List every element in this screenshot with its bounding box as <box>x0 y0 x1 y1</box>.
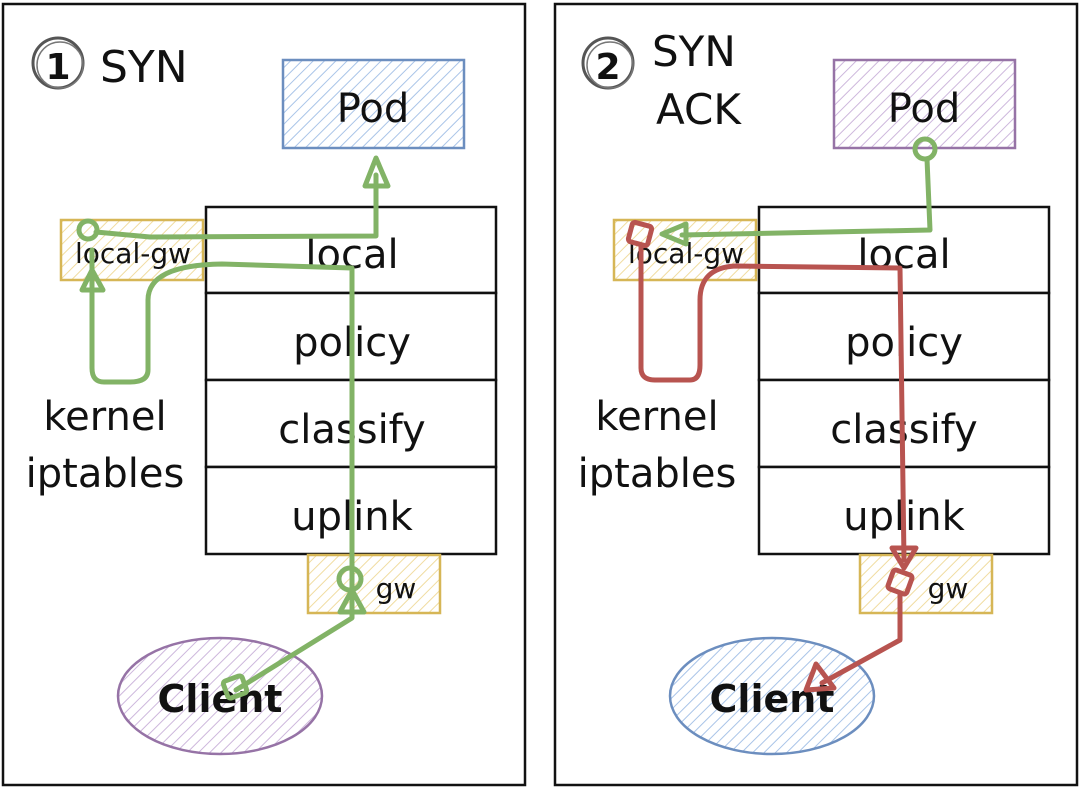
synack-path-red-2 <box>625 219 919 693</box>
layer-label-local-2: local <box>857 232 950 278</box>
panel-2-title-line2: ACK <box>656 85 742 134</box>
panel-2-frame <box>553 2 1079 787</box>
pod-box-1: Pod <box>281 58 466 150</box>
local-gw-box-1: local-gw <box>59 218 205 282</box>
panel-1-frame <box>1 2 527 787</box>
pod-label-2: Pod <box>888 86 961 132</box>
synack-path-green-2 <box>659 136 938 247</box>
client-ellipse-2: Client <box>668 636 876 756</box>
syn-path-1 <box>76 155 391 701</box>
gw-box-1: gw <box>306 553 442 615</box>
layer-label-policy-2: policy <box>845 320 963 366</box>
step-1-badge: 1 <box>31 36 85 90</box>
pod-box-2: Pod <box>832 58 1017 150</box>
panel-1-title: SYN <box>100 42 188 93</box>
iptables-label-2: iptables <box>578 451 737 497</box>
pod-label-1: Pod <box>337 86 410 132</box>
gw-label-1: gw <box>376 572 417 605</box>
gw-label-2: gw <box>928 572 969 605</box>
panel-2-title-line1: SYN <box>652 27 736 76</box>
client-label-1: Client <box>158 677 283 721</box>
client-label-2: Client <box>710 677 835 721</box>
step-2-number: 2 <box>595 47 620 88</box>
panel-2: 2 SYN ACK Pod local policy classify upli… <box>553 2 1079 787</box>
gw-box-2: gw <box>858 553 994 615</box>
iptables-label-1: iptables <box>26 451 185 497</box>
panel-1: 1 SYN Pod local policy classify uplink l… <box>1 2 527 787</box>
step-2-badge: 2 <box>581 36 635 90</box>
kernel-label-2: kernel <box>595 394 718 440</box>
kernel-label-1: kernel <box>43 394 166 440</box>
step-1-number: 1 <box>45 47 70 88</box>
